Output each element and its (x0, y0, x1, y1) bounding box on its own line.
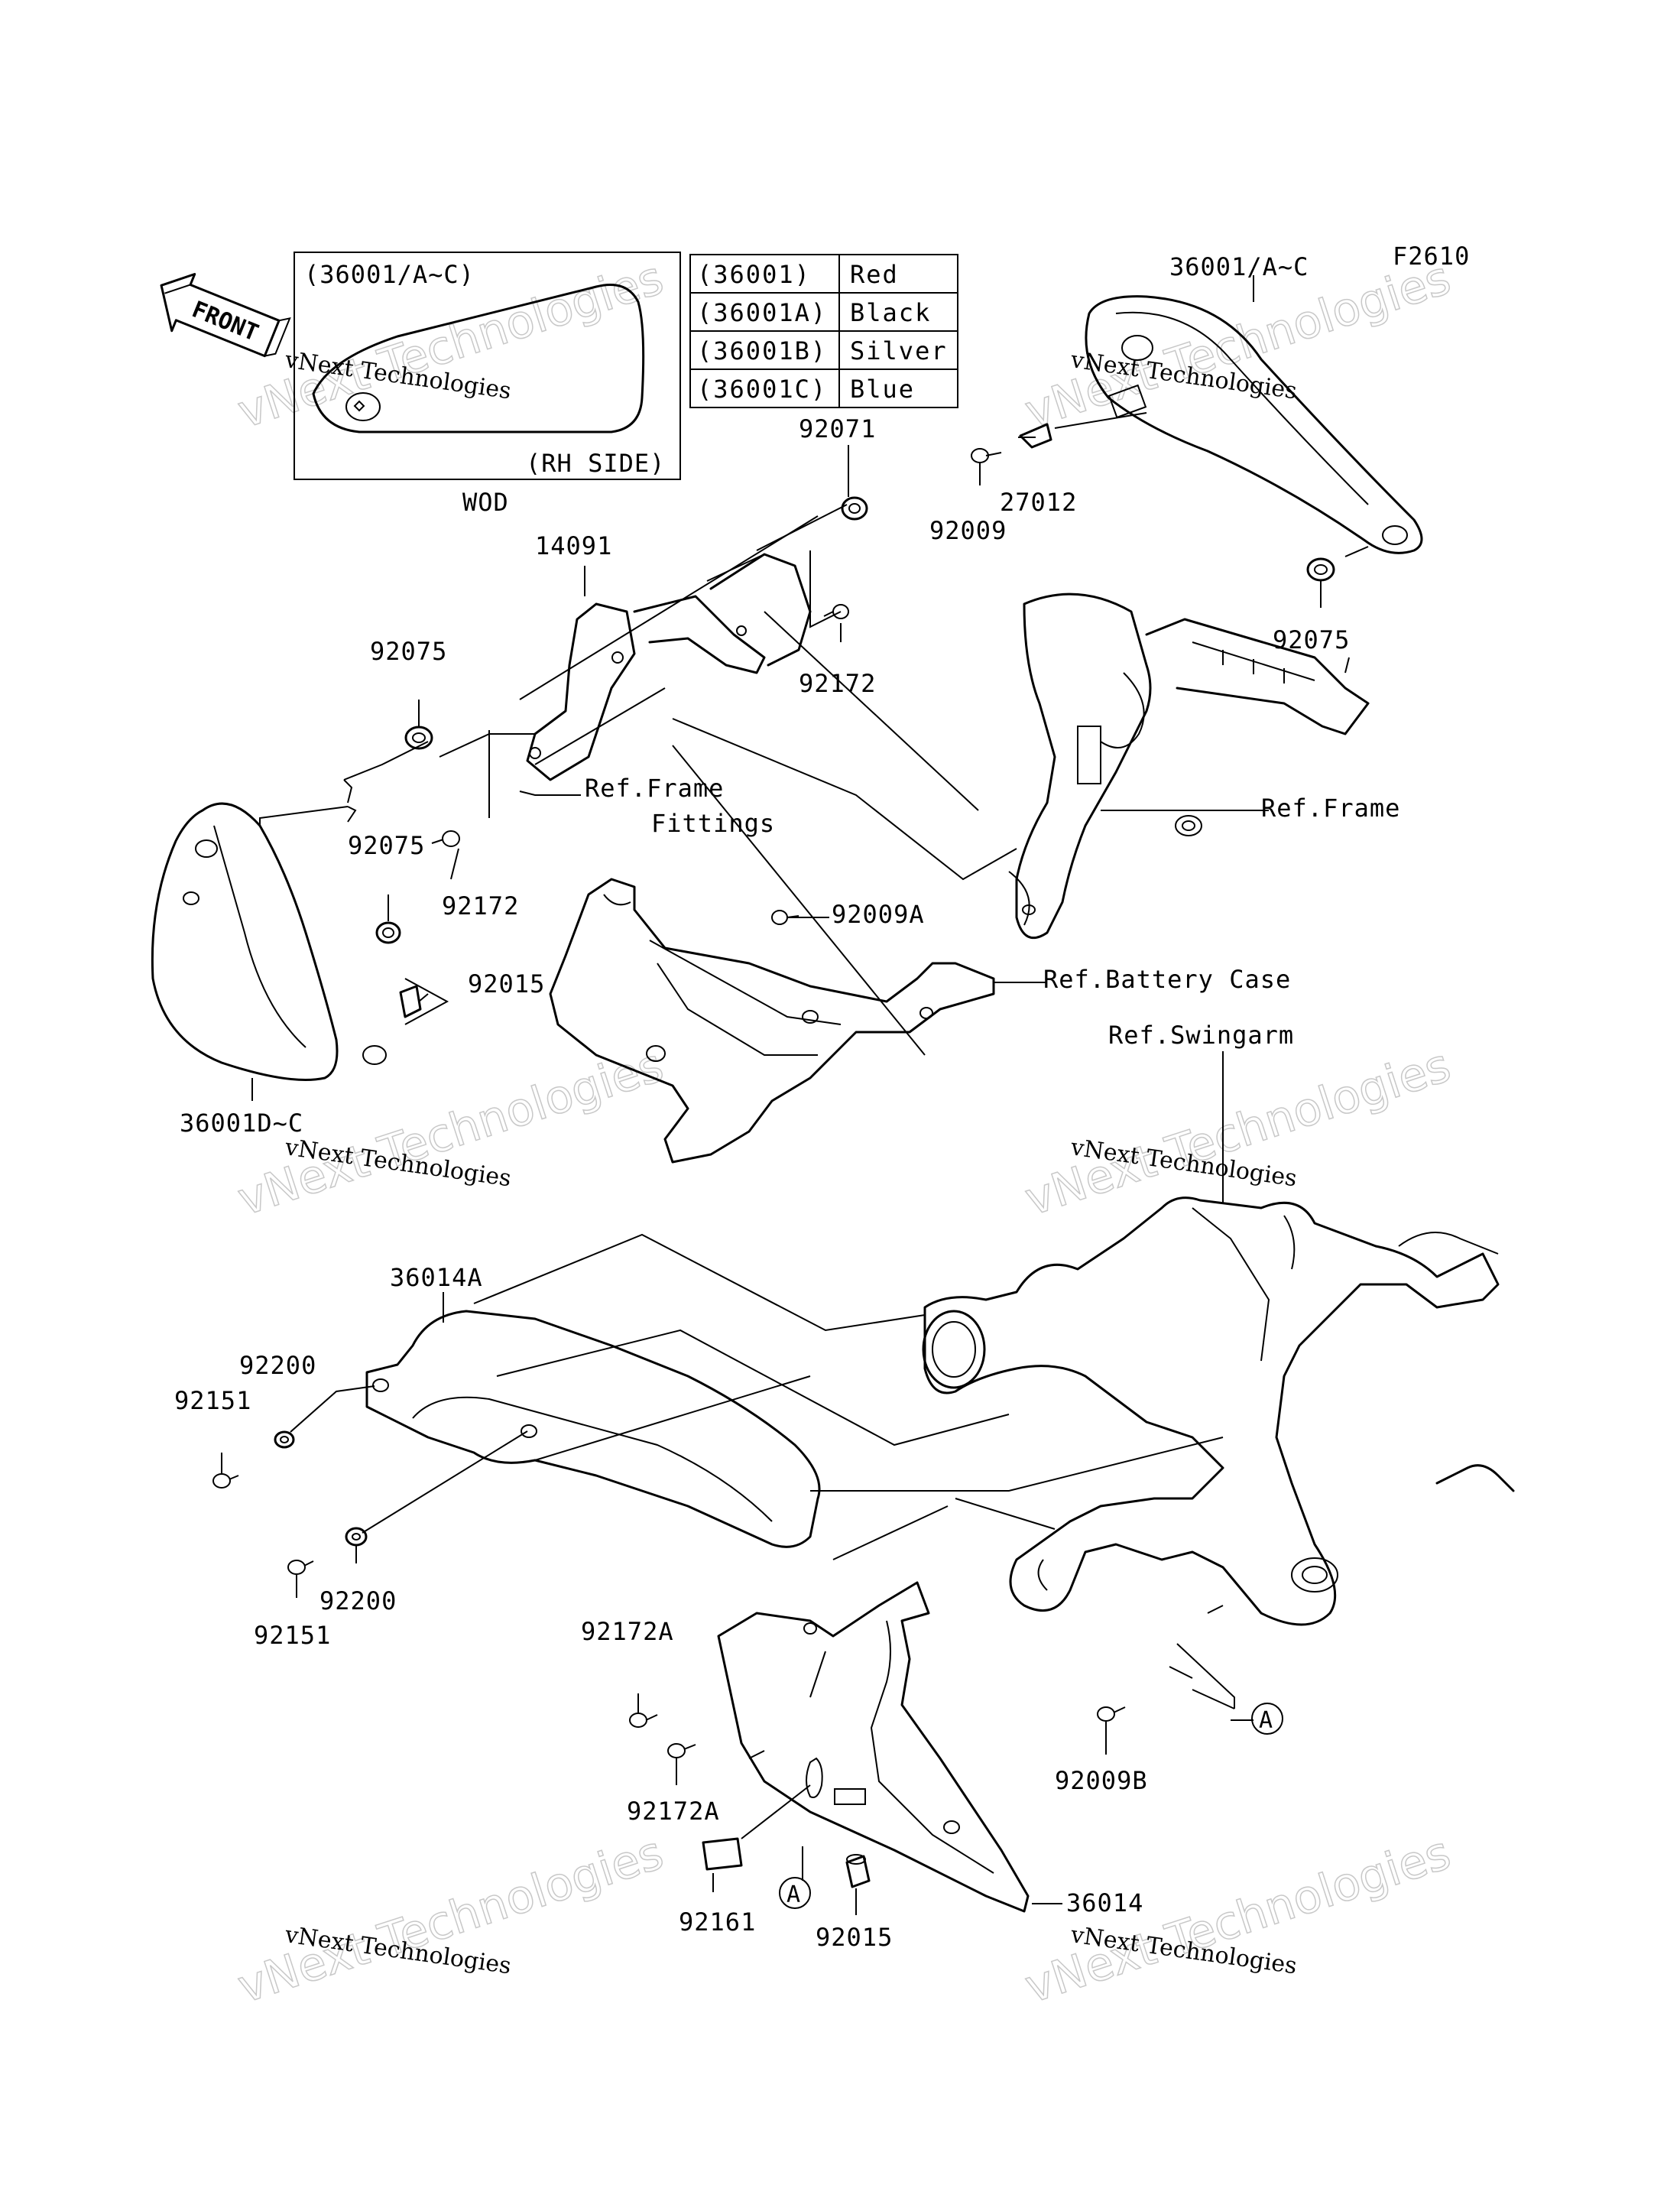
part-label: 27012 (1000, 488, 1077, 517)
part-label: 92015 (468, 969, 545, 998)
bolt-92151-top-icon (212, 1473, 239, 1489)
chain-guard-lower (717, 1581, 1030, 1913)
watermark-bottom-left: vNext Technologies vNext Technologies (231, 1826, 670, 2015)
bracket-27012 (1019, 423, 1052, 449)
part-label: 92009A (832, 900, 925, 929)
color-row-part: (36001C) (697, 375, 827, 404)
washer-92200-bottom-icon (345, 1527, 368, 1547)
part-label: 92172A (581, 1617, 674, 1646)
leader-lines (221, 275, 1369, 1915)
part-label: 92200 (319, 1586, 397, 1615)
frame (1008, 593, 1370, 940)
color-row: (36001B) Silver (697, 336, 948, 365)
watermark-mid-right: vNext Technologies vNext Technologies (1018, 1038, 1458, 1227)
color-row-color: Black (850, 298, 931, 327)
swingarm (922, 1196, 1515, 1626)
grommet-92075-left-icon (404, 726, 433, 750)
part-label: 36014 (1066, 1888, 1143, 1917)
bolt-92009-icon (971, 448, 1002, 463)
left-side-cover (151, 802, 339, 1081)
watermark-logo-text: vNext Technologies (1019, 1039, 1457, 1227)
part-label: 92075 (348, 831, 425, 860)
color-row-color: Blue (850, 375, 915, 404)
right-side-cover (1085, 295, 1423, 554)
bolt-92151-bottom-icon (287, 1560, 314, 1575)
part-label: 36001D~C (180, 1109, 303, 1138)
figure-code: F2610 (1393, 242, 1470, 271)
part-label: 92009 (929, 516, 1007, 545)
battery-case (549, 878, 995, 1164)
callout-a-bottom: A (779, 1877, 811, 1909)
part-label: 36014A (390, 1263, 483, 1292)
ref-label-frame-fittings: Ref.Frame (585, 774, 724, 803)
grommet-92075-mid-icon (375, 921, 401, 944)
washer-92200-top-icon (274, 1430, 295, 1449)
collar-92015-bottom-icon (845, 1854, 871, 1888)
inset-panel: (36001/A~C) (RH SIDE) WOD (294, 252, 681, 517)
front-arrow-icon: FRONT (160, 273, 291, 358)
part-label: 92200 (239, 1351, 316, 1380)
grommet-92075-right-icon (1306, 557, 1335, 582)
bolt-92172-top-icon (823, 604, 849, 619)
label-92161-icon (702, 1837, 743, 1871)
grommet-92071-icon (841, 496, 868, 521)
ref-label-frame: Ref.Frame (1261, 794, 1400, 823)
bolt-92172-mid-icon (431, 830, 460, 847)
color-row-part: (36001A) (697, 298, 827, 327)
callout-a-text: A (1259, 1707, 1273, 1734)
watermark-logo-text: vNext Technologies (1019, 1826, 1457, 2015)
collar-92015-mid-icon (399, 985, 422, 1018)
bracket-14091 (526, 553, 812, 781)
color-row: (36001) Red (697, 260, 899, 289)
part-label: 92172 (442, 891, 519, 920)
ref-label-battery-case: Ref.Battery Case (1043, 965, 1291, 994)
part-label: 92075 (370, 637, 447, 666)
collar-92015-lower-icon (362, 1045, 387, 1065)
part-label: 36001/A~C (1169, 252, 1309, 281)
bolt-92172a-top-icon (629, 1713, 658, 1728)
inset-caption: WOD (462, 488, 509, 517)
color-row-color: Red (850, 260, 899, 289)
ref-label-swingarm: Ref.Swingarm (1108, 1021, 1294, 1050)
part-label: 14091 (535, 531, 612, 560)
color-row-color: Silver (850, 336, 948, 365)
ref-label-frame-fittings-2: Fittings (651, 809, 775, 838)
part-label: 92071 (799, 414, 876, 443)
part-label: 92009B (1055, 1766, 1148, 1795)
color-row: (36001A) Black (697, 298, 931, 327)
part-label: 92161 (679, 1907, 756, 1937)
part-label: 92151 (254, 1621, 331, 1650)
part-label: 92172 (799, 669, 876, 698)
color-table: (36001) Red (36001A) Black (36001B) Silv… (689, 254, 958, 408)
callout-a-right: A (1251, 1703, 1283, 1735)
bolt-92009b-icon (1097, 1706, 1126, 1722)
part-label: 92172A (627, 1797, 720, 1826)
part-label: 92015 (816, 1923, 893, 1952)
bolt-92172a-bottom-icon (667, 1743, 696, 1758)
watermark-bottom-right: vNext Technologies vNext Technologies (1018, 1826, 1458, 2015)
chain-guard-upper (365, 1310, 821, 1548)
part-label: 92075 (1273, 625, 1350, 654)
color-row-part: (36001B) (697, 336, 827, 365)
callout-a-text: A (786, 1881, 800, 1908)
inset-side: (RH SIDE) (526, 449, 665, 478)
color-row-part: (36001) (697, 260, 811, 289)
part-label: 92151 (174, 1386, 251, 1415)
watermark-logo-text: vNext Technologies (232, 1826, 670, 2015)
inset-title: (36001/A~C) (304, 260, 475, 289)
color-row: (36001C) Blue (697, 375, 915, 404)
